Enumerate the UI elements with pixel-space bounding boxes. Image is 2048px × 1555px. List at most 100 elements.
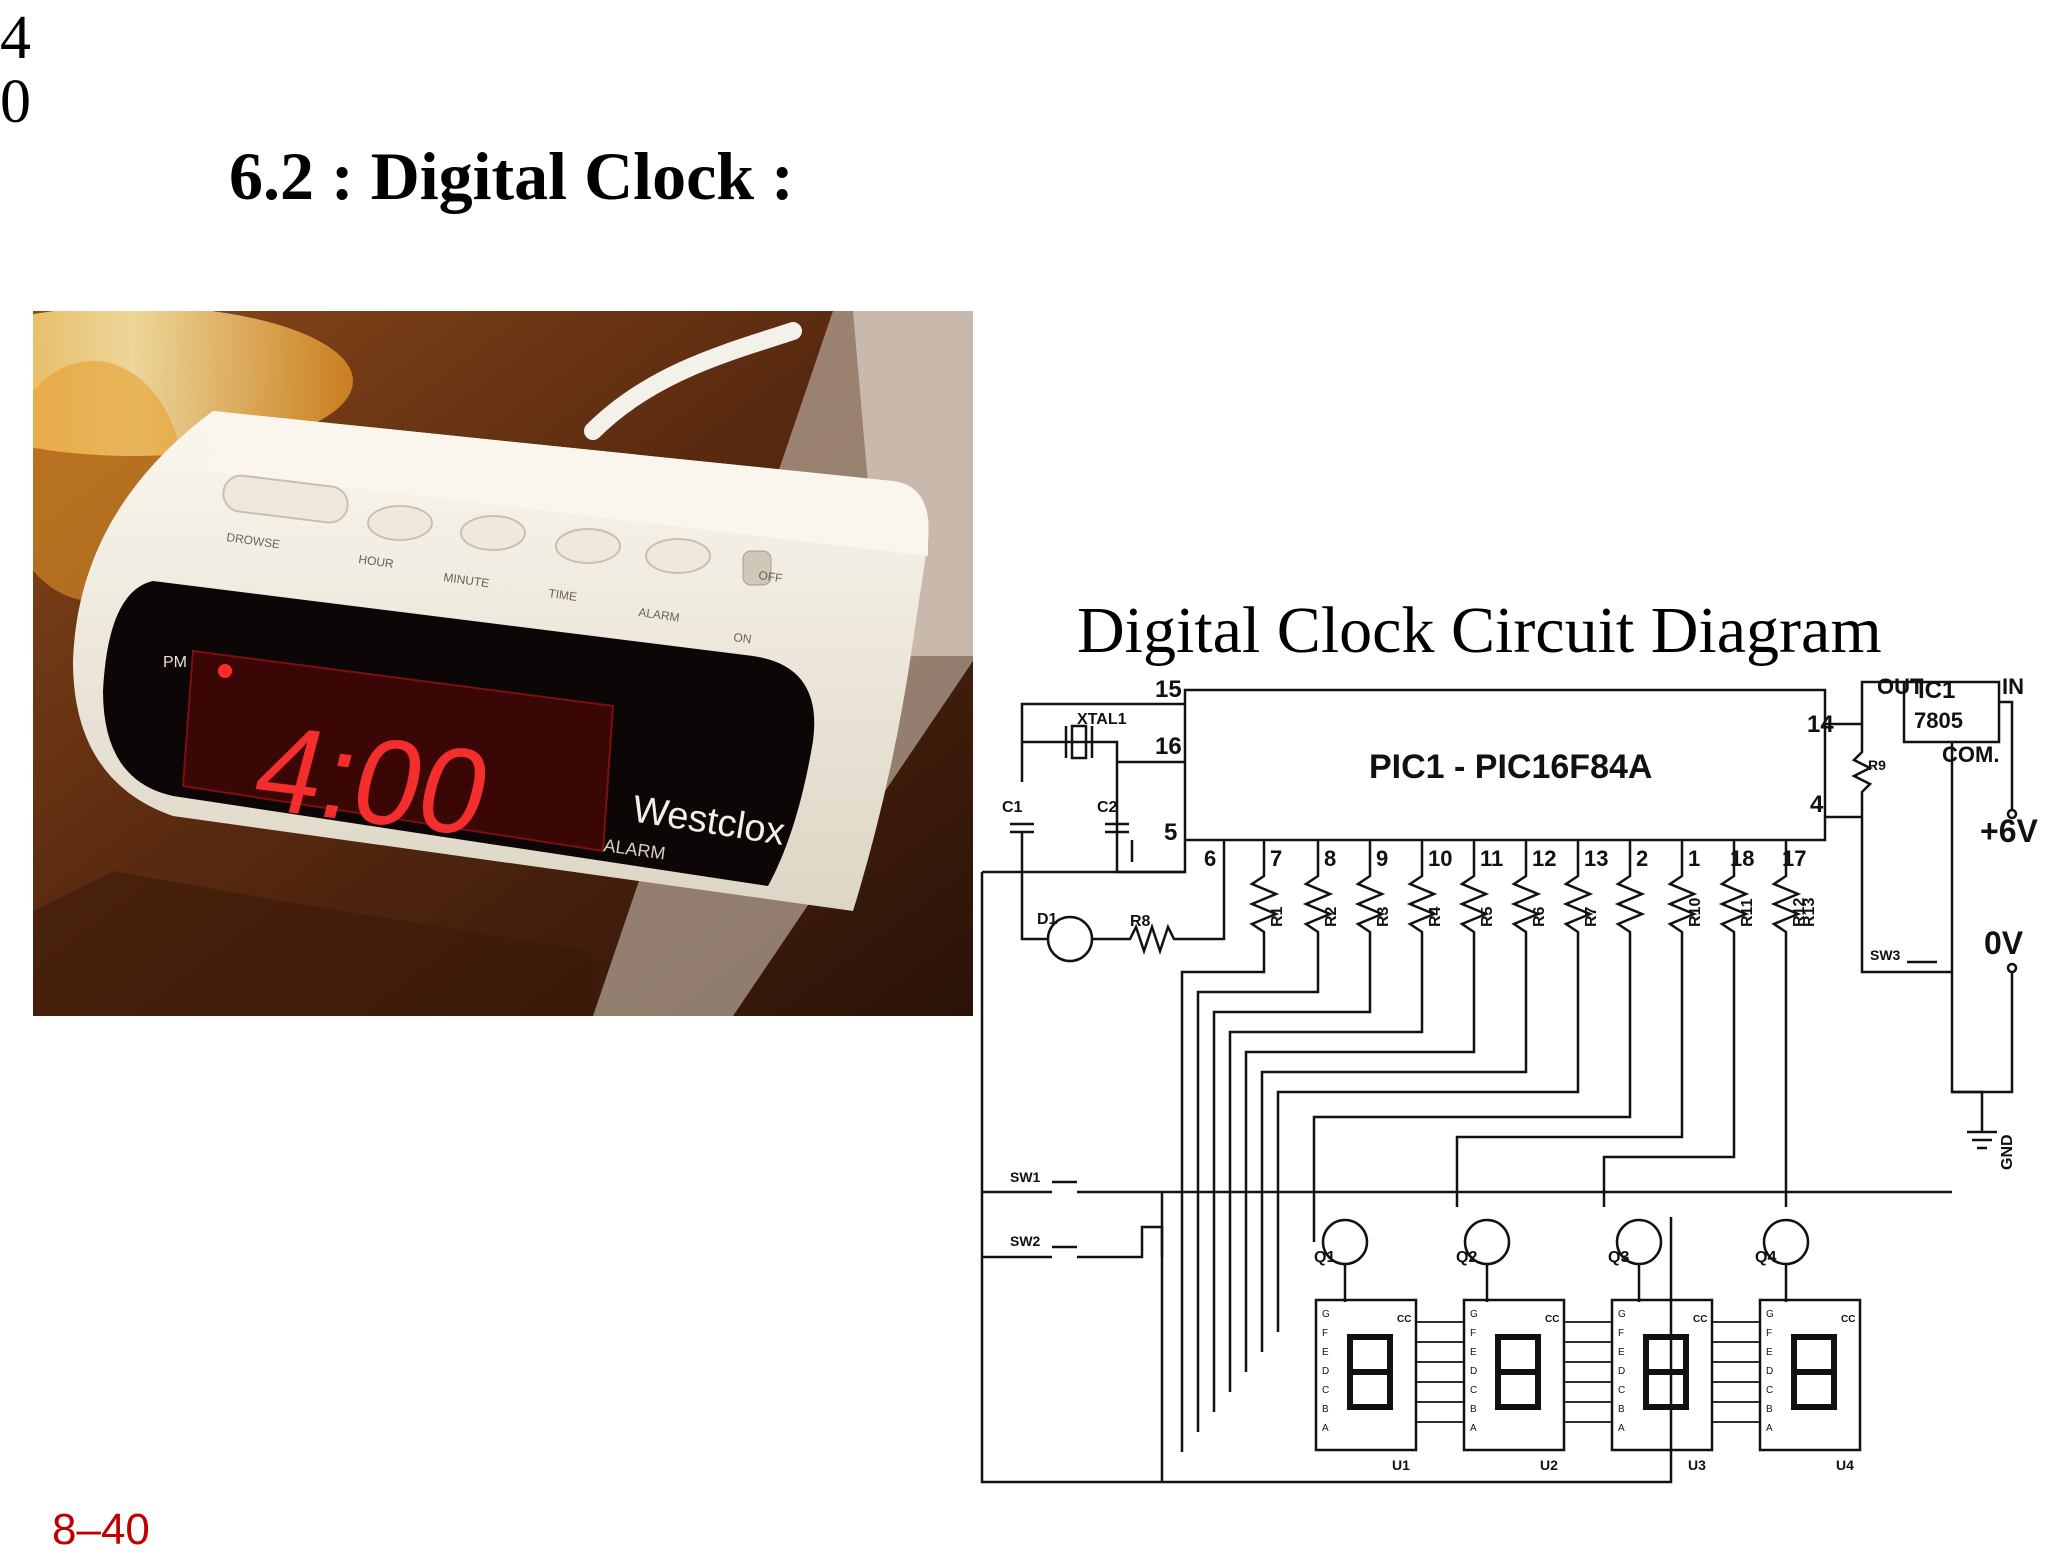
switch-label: SW1 [1010,1169,1041,1185]
pin-label: 2 [1636,846,1648,871]
page-number: 4 0 [0,4,31,136]
regulator-in-label: IN [2002,674,2024,699]
pin-label: 6 [1204,846,1216,871]
display-label: U1 [1392,1457,1410,1473]
resistor-label: R5 [1479,906,1496,927]
ic-label: PIC1 - PIC16F84A [1369,748,1652,786]
transistor-label: Q3 [1608,1249,1629,1266]
pic-ic [1183,688,1827,842]
pin-label: 7 [1270,846,1282,871]
led-label: D1 [1037,911,1058,928]
segment-letter: G [1322,1309,1330,1320]
clock-photo: DROWSE HOUR MINUTE TIME ALARM OFF ON PM … [0,306,973,1016]
seven-segment-display [1758,1298,1862,1452]
circuit-diagram: PIC1 - PIC16F84A 15 16 5 6 7 8 9 10 11 1… [952,662,2048,1536]
segment-letter: E [1618,1347,1625,1358]
segment-letter: G [1766,1309,1774,1320]
segment-letter: F [1618,1328,1624,1339]
time-button [555,528,621,564]
pin-label: 18 [1730,846,1754,871]
button-label: MINUTE [443,570,491,590]
on-off-switch [742,550,772,586]
transistor-label: Q1 [1314,1249,1335,1266]
crystal-label: XTAL1 [1077,711,1127,728]
supply-pos-terminal [2006,808,2018,820]
pin-label: 1 [1688,846,1700,871]
segment-letter: B [1766,1404,1773,1415]
segment-letter: B [1322,1404,1329,1415]
segment-letter: F [1322,1328,1328,1339]
diagram-title: Digital Clock Circuit Diagram [1077,594,1882,667]
pin-label: 11 [1480,846,1503,871]
supply-zero-label: 0V [1984,925,2024,961]
segment-letter: D [1322,1366,1329,1377]
circuit-schematic: PIC1 - PIC16F84A 15 16 5 6 7 8 9 10 11 1… [980,674,2038,1484]
segment-letter: D [1470,1366,1477,1377]
resistor-label: R7 [1583,906,1600,927]
switch-on-label: ON [733,630,753,646]
supply-pos-label: +6V [1980,813,2038,849]
switch-label: SW2 [1010,1233,1041,1249]
regulator-out-label: OUT [1877,674,1924,699]
transistor-label: Q2 [1456,1249,1477,1266]
segment-letter: C [1766,1385,1773,1396]
segment-letter: E [1322,1347,1329,1358]
cc-label: CC [1693,1314,1707,1325]
segment-letter: G [1618,1309,1626,1320]
button-label: HOUR [358,552,395,571]
supply-zero-terminal [2006,962,2018,974]
segment-letter: A [1322,1423,1329,1434]
pin-label: 15 [1155,676,1182,703]
segment-letter: D [1618,1366,1625,1377]
button-label: TIME [548,586,578,604]
led-resistor-label: R8 [1130,913,1151,930]
segment-letter: D [1766,1366,1773,1377]
gnd-label: GND [1999,1134,2016,1170]
cc-label: CC [1397,1314,1411,1325]
display-label: U3 [1688,1457,1706,1473]
alarm-button [645,538,711,574]
pin-label: 5 [1164,819,1177,846]
segment-letter: E [1470,1347,1477,1358]
button-label: ALARM [638,605,681,625]
switch-label: SW3 [1870,947,1901,963]
pin-label: 17 [1782,846,1806,871]
display-label: U2 [1540,1457,1558,1473]
slide-number: 8–40 [52,1505,150,1554]
segment-letter: C [1618,1385,1625,1396]
segment-letter: C [1470,1385,1477,1396]
r9-label: R9 [1868,757,1886,773]
segment-letter: E [1766,1347,1773,1358]
segment-letter: B [1470,1404,1477,1415]
pin-label: 10 [1428,846,1452,871]
regulator-name-label: IC1 [1918,677,1955,704]
segment-letter: F [1470,1328,1476,1339]
led-display [181,649,615,853]
pin-label: 13 [1584,846,1608,871]
hour-button [367,505,433,541]
pin-label: 16 [1155,733,1182,760]
resistor-label: R13 [1801,898,1818,927]
pin-label: 12 [1532,846,1556,871]
segment-letter: B [1618,1404,1625,1415]
switch-off-label: OFF [758,568,784,585]
pin-label: 4 [1810,791,1824,818]
segment-letter: A [1618,1423,1625,1434]
pin-label: 9 [1376,846,1388,871]
pm-indicator-icon [218,664,232,678]
resistor-label: R6 [1531,906,1548,927]
segment-letter: C [1322,1385,1329,1396]
section-title: 6.2 : Digital Clock : [229,138,794,214]
display-label: U4 [1836,1457,1854,1473]
clock-illustration: DROWSE HOUR MINUTE TIME ALARM OFF ON PM … [0,306,973,1016]
cc-label: CC [1841,1314,1855,1325]
display-time: 4:00 [241,700,504,862]
power-cord [584,322,802,440]
pin-label: 14 [1807,711,1834,738]
drowse-button [222,474,349,524]
minute-button [460,515,526,551]
resistor-label: R11 [1739,898,1756,927]
regulator-part-label: 7805 [1914,708,1963,733]
capacitor-label: C2 [1097,799,1118,816]
cc-label: CC [1545,1314,1559,1325]
